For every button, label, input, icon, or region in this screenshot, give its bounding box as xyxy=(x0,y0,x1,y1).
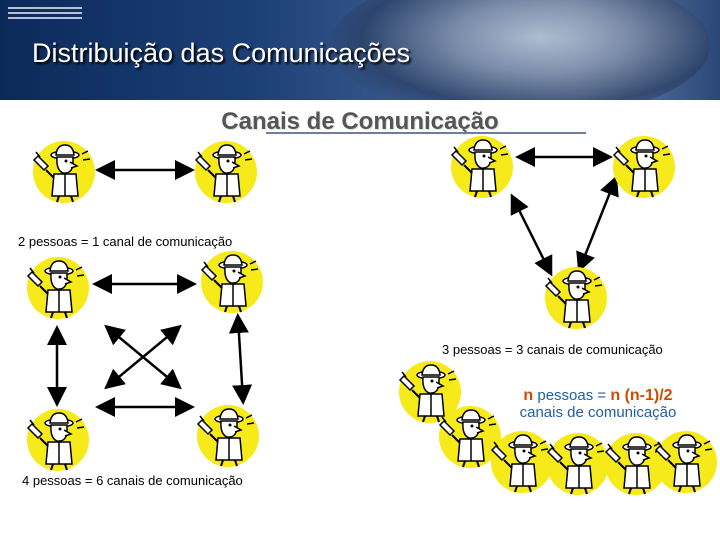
person-with-megaphone-icon xyxy=(450,135,514,199)
person-with-megaphone-icon xyxy=(26,408,90,472)
formula-text: pessoas = xyxy=(533,387,611,404)
formula-line-1: n pessoas = n (n-1)/2 xyxy=(498,387,698,405)
formula-n: n xyxy=(610,387,621,404)
header-decoration-lines xyxy=(8,7,82,22)
arrow-3p-left xyxy=(510,193,553,277)
person-with-megaphone-icon xyxy=(544,266,608,330)
person-with-megaphone-icon xyxy=(546,432,610,496)
person-with-megaphone-icon xyxy=(194,140,258,204)
slide-subtitle: Canais de Comunicação xyxy=(221,108,499,135)
caption-two-people: 2 pessoas = 1 canal de comunicação xyxy=(18,234,233,249)
formula-n: n xyxy=(523,387,534,404)
arrow-3p-right xyxy=(576,175,619,273)
subtitle-underline xyxy=(266,132,586,134)
caption-three-people: 3 pessoas = 3 canais de comunicação xyxy=(442,342,663,357)
person-with-megaphone-icon xyxy=(200,250,264,314)
formula-line-2: canais de comunicação xyxy=(519,404,677,421)
person-with-megaphone-icon xyxy=(26,256,90,320)
arrow-4p-diag2 xyxy=(104,324,182,390)
eye-background-image xyxy=(330,0,710,100)
formula-expression: (n-1)/2 xyxy=(620,387,673,404)
person-with-megaphone-icon xyxy=(612,135,676,199)
slide-title: Distribuição das Comunicações xyxy=(32,38,411,68)
caption-four-people: 4 pessoas = 6 canais de comunicação xyxy=(22,473,243,488)
arrow-4p-right xyxy=(228,313,253,405)
person-with-megaphone-icon xyxy=(654,430,718,494)
person-with-megaphone-icon xyxy=(32,140,96,204)
person-with-megaphone-icon xyxy=(196,404,260,468)
slide-header xyxy=(0,0,720,100)
person-with-megaphone-icon xyxy=(490,430,554,494)
